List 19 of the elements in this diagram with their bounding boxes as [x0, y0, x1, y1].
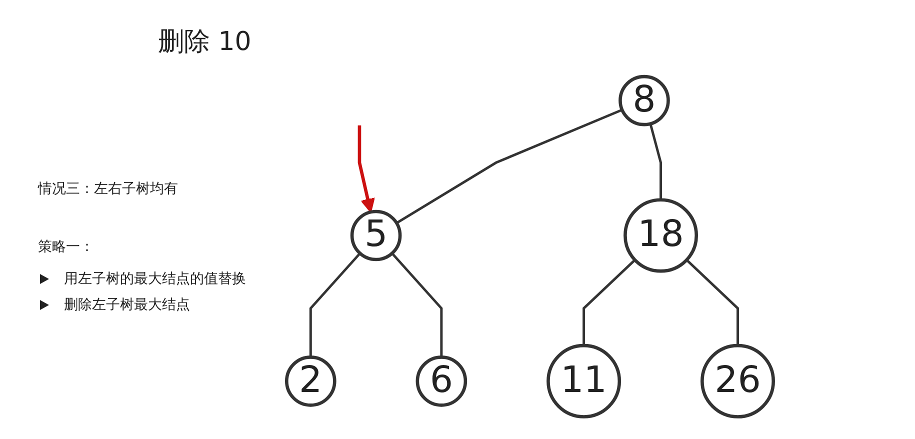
- connector: [309, 252, 361, 358]
- arrow: [358, 125, 375, 213]
- connector: [396, 108, 623, 224]
- node-circle: 8: [618, 74, 670, 126]
- case-text: 情况三：左右子树均有: [38, 180, 179, 198]
- node-circle: 11: [546, 344, 622, 418]
- bullet-text: 用左子树的最大结点的值替换: [38, 270, 268, 288]
- connector: [391, 252, 443, 358]
- node-circle: 18: [624, 198, 698, 273]
- connector: [686, 259, 739, 346]
- node-circle: 2: [285, 356, 336, 407]
- connector: [649, 123, 662, 200]
- connector: [582, 259, 636, 346]
- node-circle: 5: [350, 210, 402, 262]
- node-circle: 6: [416, 356, 468, 407]
- title: 删除 10: [158, 26, 252, 59]
- node-circle: 26: [700, 344, 775, 418]
- heading-text: 策略一：: [38, 238, 95, 256]
- bullet-text: 删除左子树最大结点: [38, 296, 268, 314]
